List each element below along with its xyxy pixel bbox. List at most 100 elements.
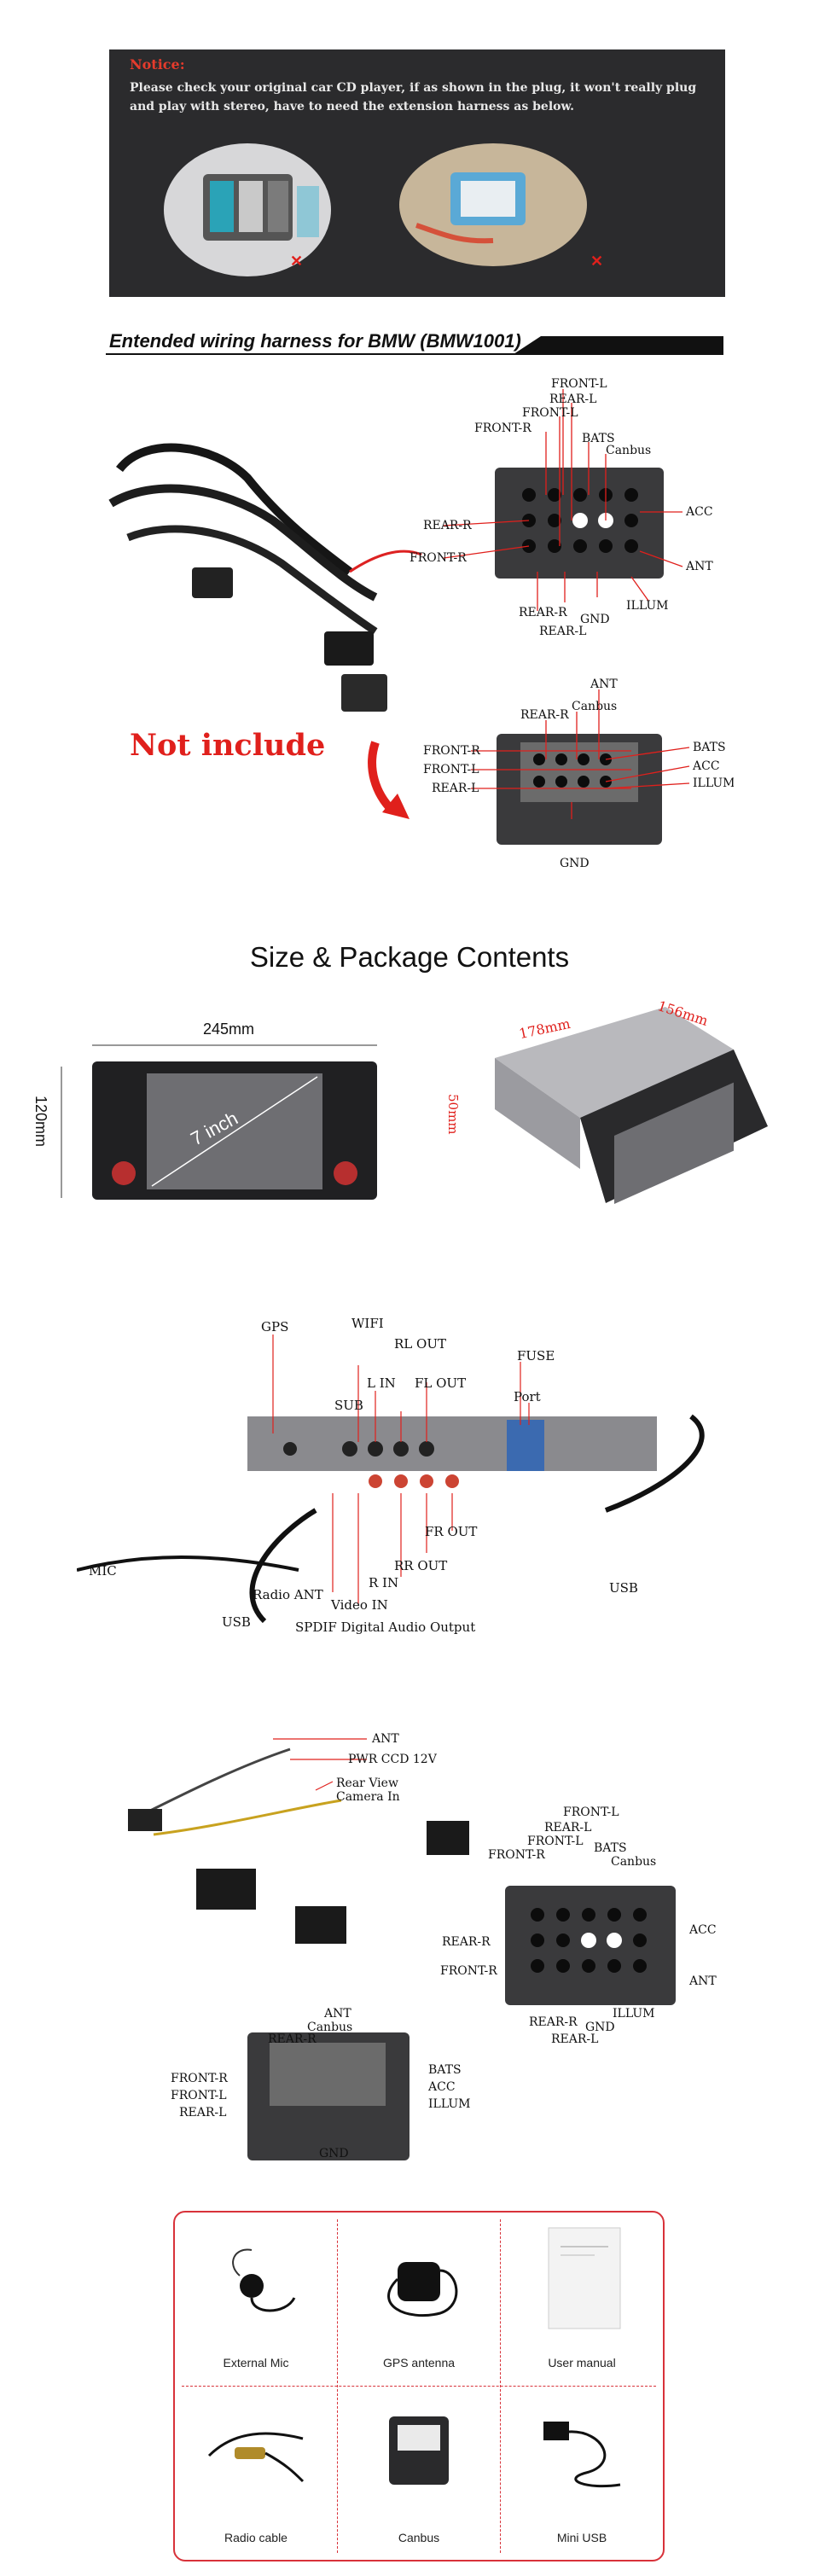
package-item: GPS antenna [338, 2213, 500, 2385]
svg-text:ANT: ANT [685, 560, 713, 573]
heading-bar [106, 336, 723, 355]
svg-text:FR OUT: FR OUT [425, 1524, 477, 1539]
svg-text:ACC: ACC [688, 1923, 717, 1937]
svg-text:ANT: ANT [688, 1974, 717, 1988]
size-title: Size & Package Contents [249, 941, 570, 973]
svg-text:BATS: BATS [428, 2063, 462, 2077]
svg-text:REAR-L: REAR-L [432, 782, 479, 795]
section-heading: Entended wiring harness for BMW (BMW1001… [109, 330, 521, 352]
svg-text:Canbus: Canbus [307, 2021, 352, 2034]
chassis-label: 50mm [445, 1094, 461, 1135]
plug-pinout-diagram: FRONT-L REAR-L FRONT-L FRONT-R BATS Canb… [410, 377, 734, 870]
svg-text:REAR-R: REAR-R [519, 606, 567, 619]
notice-text: Please check your original car CD player… [130, 81, 697, 113]
svg-text:ILLUM: ILLUM [693, 776, 734, 790]
svg-text:GND: GND [585, 2021, 615, 2034]
side-dimension-image [495, 1007, 768, 1204]
svg-text:Rear View: Rear View [336, 1776, 398, 1790]
svg-text:SUB: SUB [334, 1398, 363, 1413]
item-label: User manual [548, 2356, 616, 2370]
svg-text:ILLUM: ILLUM [613, 2007, 655, 2021]
height-label: 120mm [32, 1096, 49, 1148]
svg-text:Radio ANT: Radio ANT [253, 1587, 323, 1602]
svg-text:ACC: ACC [692, 759, 720, 773]
svg-text:L IN: L IN [367, 1375, 396, 1391]
svg-text:PWR CCD 12V: PWR CCD 12V [348, 1753, 438, 1766]
gps-antenna-icon [387, 2262, 458, 2317]
svg-text:RR OUT: RR OUT [394, 1558, 447, 1573]
svg-text:ANT: ANT [590, 677, 618, 691]
svg-text:GND: GND [580, 613, 610, 626]
svg-text:GPS: GPS [261, 1319, 288, 1335]
svg-text:FRONT-R: FRONT-R [474, 422, 531, 435]
plug-photos: ✕ ✕ [164, 143, 603, 276]
svg-text:✕: ✕ [590, 253, 603, 270]
svg-text:USB: USB [222, 1614, 251, 1630]
front-dimension-image [61, 1044, 377, 1200]
svg-text:ACC: ACC [685, 505, 713, 519]
svg-text:Video IN: Video IN [330, 1597, 388, 1613]
svg-text:✕: ✕ [290, 253, 303, 270]
svg-text:ANT: ANT [371, 1732, 399, 1746]
svg-text:FRONT-R: FRONT-R [171, 2072, 228, 2085]
item-label: External Mic [223, 2356, 289, 2370]
svg-text:REAR-L: REAR-L [544, 1821, 591, 1835]
svg-text:ILLUM: ILLUM [626, 599, 669, 613]
radio-cable-icon [207, 2432, 305, 2483]
not-include-label: Not include [130, 728, 326, 763]
package-item: Mini USB [501, 2387, 663, 2560]
svg-text:BATS: BATS [594, 1841, 627, 1855]
svg-text:REAR-L: REAR-L [539, 625, 586, 638]
svg-text:FUSE: FUSE [517, 1348, 555, 1364]
item-label: GPS antenna [382, 2356, 456, 2370]
svg-text:BATS: BATS [582, 432, 615, 445]
svg-text:REAR-R: REAR-R [268, 2032, 317, 2046]
svg-text:R IN: R IN [369, 1575, 398, 1590]
svg-text:Port: Port [514, 1389, 541, 1404]
svg-text:REAR-R: REAR-R [442, 1935, 491, 1949]
svg-text:FRONT-L: FRONT-L [423, 763, 479, 776]
harness-wiring-diagram-2: ANT PWR CCD 12V Rear View Camera In FRON… [128, 1732, 717, 2160]
svg-text:ANT: ANT [323, 2007, 351, 2021]
svg-text:REAR-L: REAR-L [549, 393, 596, 406]
svg-text:FRONT-L: FRONT-L [527, 1835, 584, 1848]
svg-text:FRONT-R: FRONT-R [488, 1848, 545, 1862]
svg-text:USB: USB [609, 1580, 638, 1596]
width-label: 245mm [203, 1021, 255, 1038]
harness-cable-image [108, 443, 422, 712]
mic-icon [232, 2248, 296, 2312]
rear-panel-diagram: GPS WIFI RL OUT L IN FL OUT SUB FUSE Por… [77, 1316, 705, 1635]
svg-text:GND: GND [319, 2147, 349, 2160]
package-item: Canbus [338, 2387, 500, 2560]
svg-text:MIC: MIC [89, 1563, 117, 1579]
item-label: Radio cable [224, 2531, 288, 2544]
svg-text:REAR-R: REAR-R [529, 2015, 578, 2029]
package-item: User manual [501, 2213, 663, 2385]
svg-text:BATS: BATS [693, 741, 726, 754]
svg-text:REAR-R: REAR-R [520, 708, 569, 722]
svg-text:GND: GND [560, 857, 590, 870]
svg-text:REAR-L: REAR-L [179, 2106, 226, 2120]
svg-text:WIFI: WIFI [351, 1316, 384, 1331]
svg-text:ILLUM: ILLUM [428, 2097, 471, 2111]
item-label: Mini USB [556, 2531, 607, 2544]
svg-text:FRONT-R: FRONT-R [423, 744, 480, 758]
notice-panel: Notice: Please check your original car C… [109, 49, 725, 297]
svg-text:ACC: ACC [427, 2080, 456, 2094]
svg-text:FL OUT: FL OUT [415, 1375, 466, 1391]
svg-text:Canbus: Canbus [572, 700, 617, 713]
svg-text:SPDIF Digital Audio Output: SPDIF Digital Audio Output [295, 1619, 475, 1635]
usb-cable-icon [543, 2422, 621, 2488]
svg-text:FRONT-R: FRONT-R [410, 551, 467, 565]
item-label: Canbus [398, 2531, 440, 2544]
svg-text:FRONT-L: FRONT-L [522, 406, 578, 420]
svg-text:REAR-L: REAR-L [551, 2032, 598, 2046]
package-item: Radio cable [175, 2387, 337, 2560]
package-item: External Mic [175, 2213, 337, 2385]
svg-text:Camera In: Camera In [336, 1790, 400, 1804]
package-contents-grid: External Mic GPS antenna User manual Rad… [173, 2211, 665, 2561]
svg-text:FRONT-R: FRONT-R [440, 1964, 497, 1978]
manual-icon [548, 2227, 621, 2329]
red-arrow [368, 741, 410, 819]
svg-text:REAR-R: REAR-R [423, 519, 472, 532]
